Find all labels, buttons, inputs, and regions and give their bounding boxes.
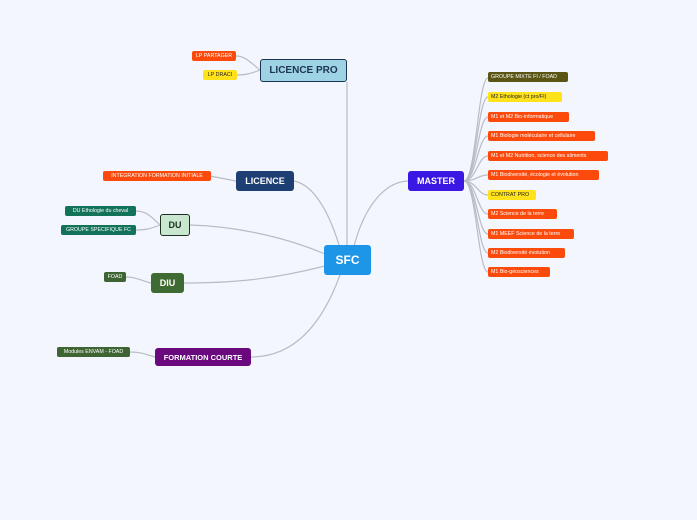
branch-diu-label: DIU: [159, 278, 176, 288]
branch-diu[interactable]: DIU: [151, 273, 184, 293]
leaf-modules-envam-foad[interactable]: Modules ENVAM - FOAD: [57, 347, 130, 357]
leaf-master-bio-informatique[interactable]: M1 et M2 Bio-informatique: [488, 112, 569, 122]
branch-licence-pro-label: LICENCE PRO: [269, 65, 338, 76]
link-center-diu: [183, 265, 326, 284]
link-master-c3: [463, 116, 489, 182]
link-du-child-1: [135, 210, 161, 226]
leaf-groupe-specifique-fc[interactable]: GROUPE SPECIFIQUE FC: [61, 225, 136, 235]
link-lp-partager: [235, 55, 261, 71]
leaf-master-meef-science-terre[interactable]: M1 MEEF Science de la terre: [488, 229, 574, 239]
link-licence-child: [209, 175, 237, 182]
link-diu-child: [125, 276, 152, 284]
leaf-lp-partager[interactable]: LP PARTAGER: [192, 51, 236, 61]
leaf-master-bio-geosciences[interactable]: M1 Bio-géosciences: [488, 267, 550, 277]
link-master-c11: [463, 180, 489, 273]
branch-formation-courte[interactable]: FORMATION COURTE: [155, 348, 251, 366]
link-master-c4: [463, 135, 489, 182]
leaf-integration-formation-initiale[interactable]: INTEGRATION FORMATION INITIALE: [103, 171, 211, 181]
leaf-master-groupe-mixte[interactable]: GROUPE MIXTE FI / FOAD: [488, 72, 568, 82]
link-center-licence: [293, 180, 341, 249]
branch-du[interactable]: DU: [160, 214, 190, 236]
leaf-master-nutrition[interactable]: M1 et M2 Nutrition, science des aliments: [488, 151, 608, 161]
branch-master[interactable]: MASTER: [408, 171, 464, 191]
leaf-master-contrat-pro[interactable]: CONTRAT PRO: [488, 190, 536, 200]
branch-master-label: MASTER: [417, 176, 455, 186]
leaf-du-ethologie-cheval[interactable]: DU Ethologie du cheval: [65, 206, 136, 216]
link-fc-child: [129, 351, 156, 358]
link-center-formation-courte: [250, 274, 341, 358]
link-center-master: [353, 180, 409, 247]
center-node-sfc[interactable]: SFC: [324, 245, 371, 275]
branch-licence-pro[interactable]: LICENCE PRO: [260, 59, 347, 82]
center-node-label: SFC: [335, 253, 360, 267]
leaf-master-biologie-moleculaire[interactable]: M1 Biologie moléculaire et cellulaire: [488, 131, 595, 141]
branch-formation-courte-label: FORMATION COURTE: [163, 352, 243, 362]
leaf-foad[interactable]: FOAD: [104, 272, 126, 282]
leaf-lp-draci[interactable]: LP DRACI: [203, 70, 237, 80]
link-master-c9: [463, 180, 489, 235]
link-master-c1: [463, 77, 489, 182]
branch-licence-label: LICENCE: [245, 176, 285, 186]
link-center-du: [189, 224, 326, 255]
link-master-c10: [463, 180, 489, 254]
leaf-master-m2-ethologie[interactable]: M2 Ethologie (ct pro/FI): [488, 92, 562, 102]
branch-du-label: DU: [168, 220, 182, 230]
link-master-c8: [463, 180, 489, 215]
link-lp-draci: [235, 69, 261, 76]
leaf-master-biodiversite-evolution[interactable]: M2 Biodiversité évolution: [488, 248, 565, 258]
leaf-master-science-terre[interactable]: M2 Science de la terre: [488, 209, 557, 219]
branch-licence[interactable]: LICENCE: [236, 171, 294, 191]
leaf-master-biodiversite-ecologie[interactable]: M1 Biodiversité, écologie et évolution: [488, 170, 599, 180]
link-du-child-2: [135, 224, 161, 231]
